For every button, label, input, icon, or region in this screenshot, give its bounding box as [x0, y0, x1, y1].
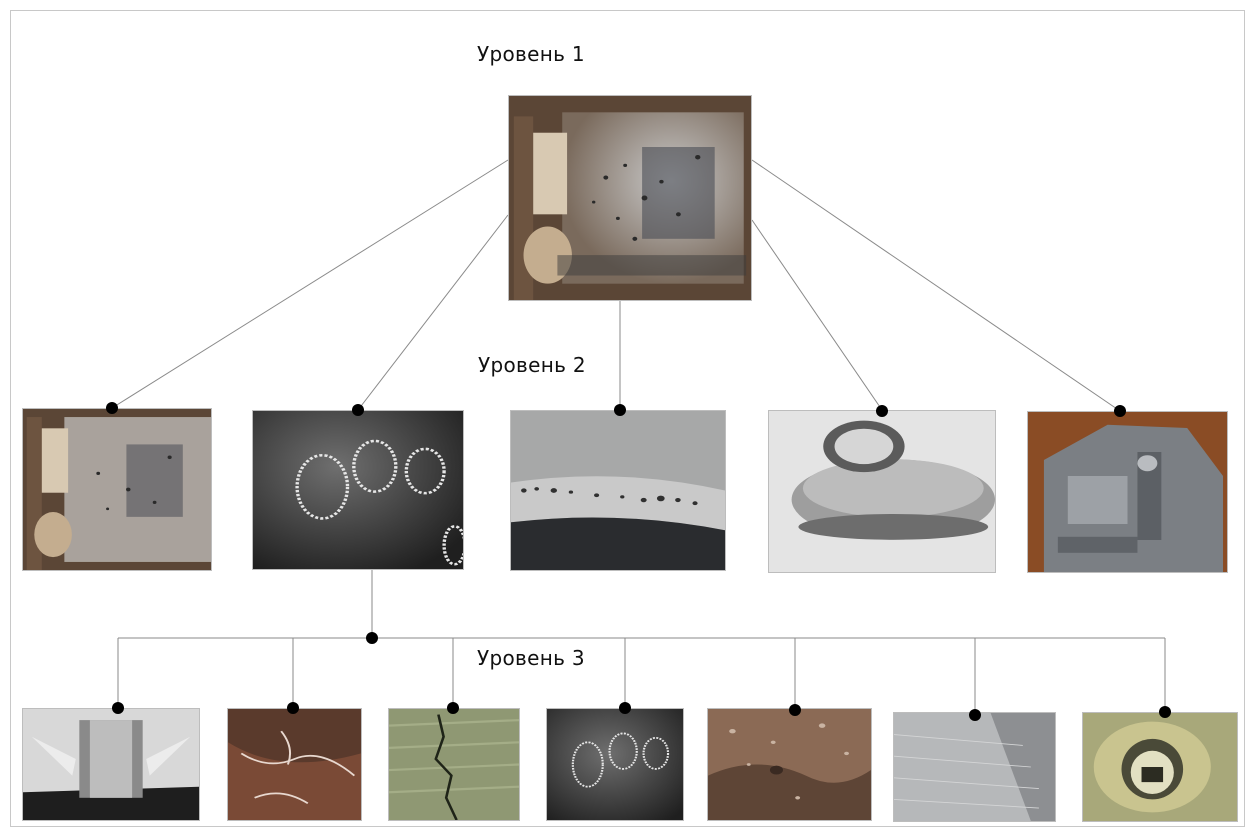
connector-root-l2-1	[111, 159, 509, 409]
pitted-ring-edge-photo-icon	[511, 411, 725, 570]
chipped-piston-photo-icon	[769, 411, 995, 572]
level2-photo-1	[22, 408, 212, 571]
root-photo	[508, 95, 752, 301]
level2-photo-2	[252, 410, 464, 570]
level3-photo-4	[546, 708, 684, 821]
machined-casting-photo-icon	[1028, 412, 1227, 572]
level3-photo-2	[227, 708, 362, 821]
corroded-rough-surface-photo-icon	[708, 709, 871, 820]
level-2-label: Уровень 2	[478, 353, 586, 377]
level3-photo-3	[388, 708, 520, 821]
pitting-rings-dark-photo-icon	[547, 709, 683, 820]
diagram-frame	[10, 10, 1245, 827]
connector-root-l2-2	[357, 214, 509, 411]
level-3-label: Уровень 3	[477, 646, 585, 670]
level-1-label: Уровень 1	[477, 42, 585, 66]
level2-photo-3	[510, 410, 726, 571]
grinding-tool-photo-icon	[23, 709, 199, 820]
damaged-part-overview-photo-icon	[23, 409, 211, 570]
connector-root-l2-5	[751, 159, 1121, 412]
damaged-part-overview-photo-icon	[509, 96, 751, 300]
level2-photo-4	[768, 410, 996, 573]
pitting-rings-dark-photo-icon	[253, 411, 463, 569]
level3-photo-1	[22, 708, 200, 821]
bushing-ring-photo-icon	[1083, 713, 1237, 821]
level3-photo-6	[893, 712, 1056, 822]
scratched-metal-photo-icon	[894, 713, 1055, 821]
level3-photo-5	[707, 708, 872, 821]
level3-photo-7	[1082, 712, 1238, 822]
cracked-rust-surface-photo-icon	[228, 709, 361, 820]
level2-photo-5	[1027, 411, 1228, 573]
connector-root-l2-4	[751, 219, 883, 411]
crack-green-surface-photo-icon	[389, 709, 519, 820]
